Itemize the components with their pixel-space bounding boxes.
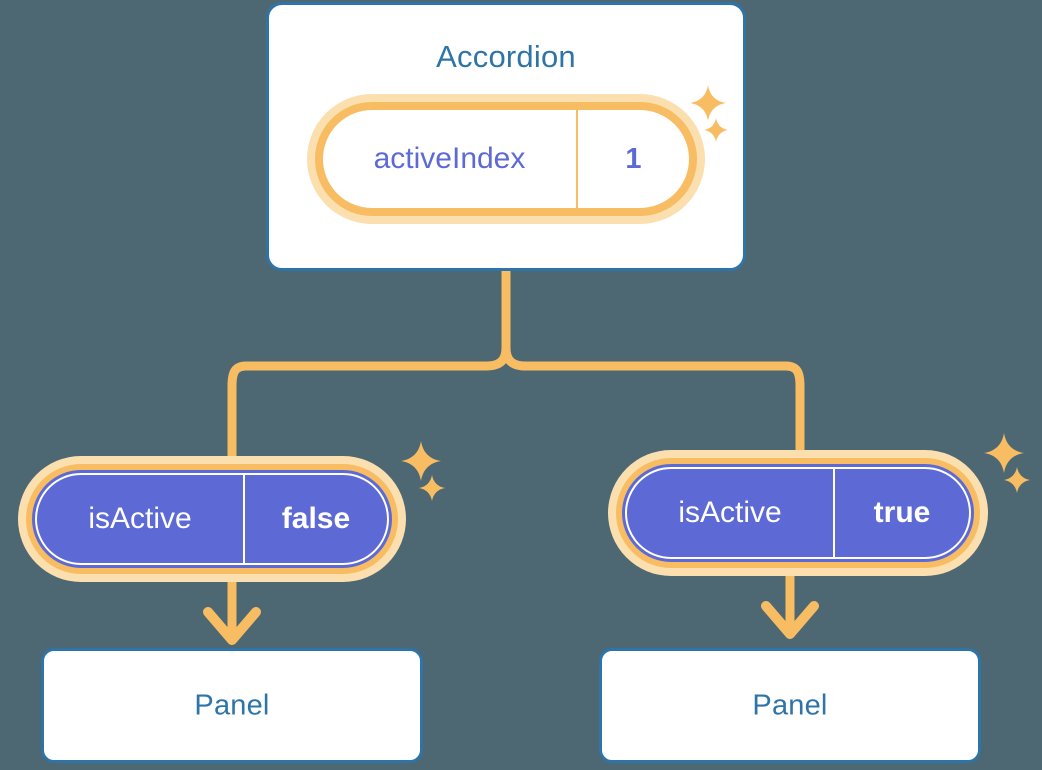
prop-pill-fill: isActive true <box>625 467 971 559</box>
prop-pill-body: isActive true <box>616 458 980 568</box>
state-pill-key: activeIndex <box>323 110 578 208</box>
prop-pill-is-active-false[interactable]: isActive false <box>18 456 406 582</box>
state-pill-value: 1 <box>625 142 642 175</box>
state-pill-active-index[interactable]: activeIndex 1 <box>307 94 705 224</box>
prop-pill-key: isActive <box>37 475 245 563</box>
accordion-title: Accordion <box>436 39 576 74</box>
sparkle-four-point-large-icon <box>400 440 442 482</box>
panel-title: Panel <box>752 689 828 721</box>
sparkle-four-point-small-icon <box>1003 466 1031 494</box>
panel-component-card-right: Panel <box>599 648 981 763</box>
prop-pill-fill: isActive false <box>35 473 389 565</box>
panel-component-card-left: Panel <box>41 648 423 763</box>
prop-pill-is-active-true[interactable]: isActive true <box>608 450 988 576</box>
arrow-down-icon-right <box>761 576 819 639</box>
sparkle-four-point-small-icon <box>418 474 446 502</box>
prop-pill-value: false <box>281 502 351 535</box>
prop-pill-value: true <box>873 496 931 529</box>
arrow-down-icon-left <box>203 582 261 645</box>
sparkle-four-point-large-icon <box>983 432 1025 474</box>
prop-pill-body: isActive false <box>26 464 398 574</box>
panel-title: Panel <box>194 689 270 721</box>
prop-pill-key: isActive <box>627 469 835 557</box>
connector-branch-left <box>227 343 511 461</box>
connector-branch-right <box>501 343 805 455</box>
state-pill-body: activeIndex 1 <box>315 102 697 216</box>
